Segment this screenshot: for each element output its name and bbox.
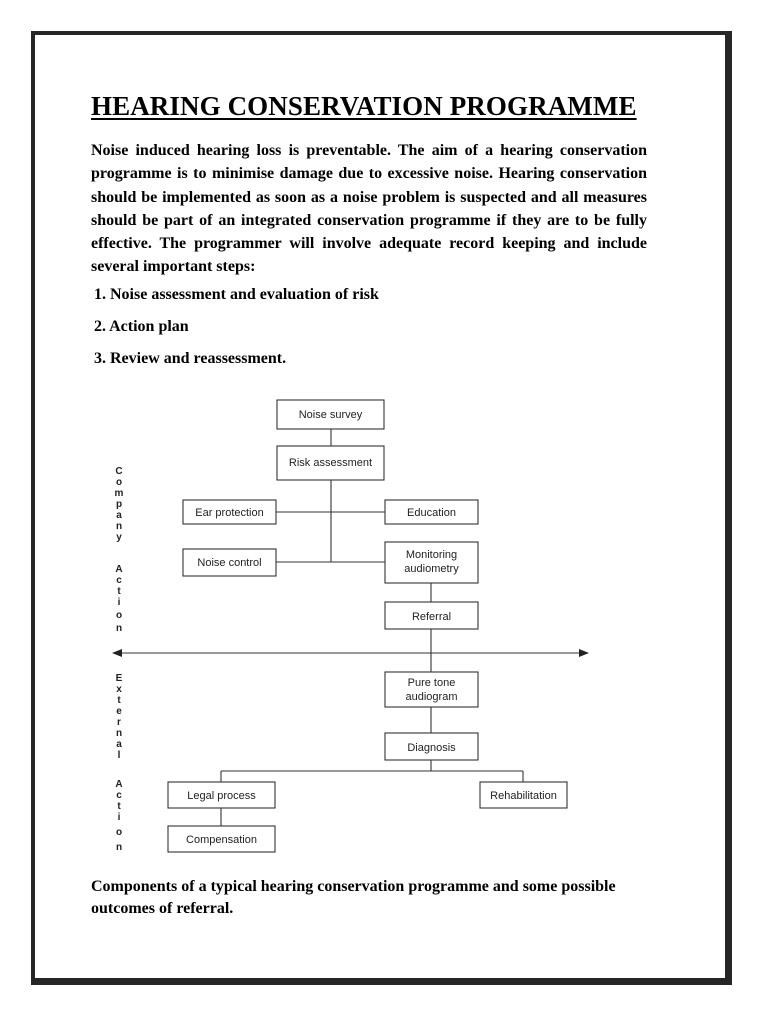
- step-item: 3. Review and reassessment.: [94, 350, 287, 367]
- figure-caption: Components of a typical hearing conserva…: [91, 878, 616, 917]
- steps-list: 1. Noise assessment and evaluation of ri…: [94, 285, 379, 381]
- step-item: 1. Noise assessment and evaluation of ri…: [94, 286, 379, 303]
- page-border: [31, 31, 732, 985]
- step-item: 2. Action plan: [94, 318, 189, 335]
- page-title: HEARING CONSERVATION PROGRAMME: [91, 91, 637, 121]
- intro-paragraph: Noise induced hearing loss is preventabl…: [91, 142, 647, 276]
